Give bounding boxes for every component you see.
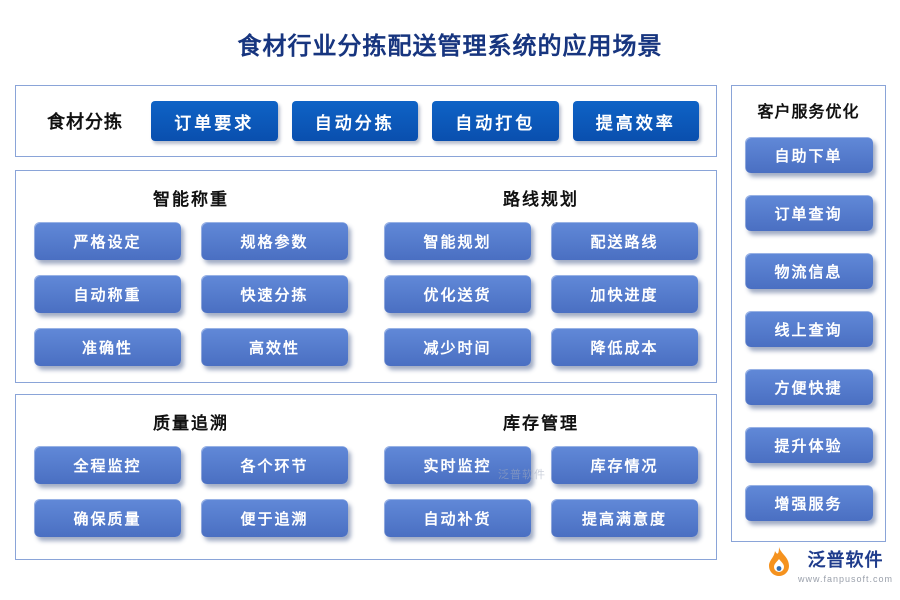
fanpu-logo: 泛普软件 www.fanpusoft.com [766, 546, 893, 584]
pill-easy-tracing: 便于追溯 [201, 499, 348, 537]
pill-strict-setting: 严格设定 [34, 222, 181, 260]
pill-accuracy: 准确性 [34, 328, 181, 366]
pill-ensure-quality: 确保质量 [34, 499, 181, 537]
pill-delivery-route: 配送路线 [551, 222, 698, 260]
pill-speed-up-progress: 加快进度 [551, 275, 698, 313]
pill-self-ordering: 自助下单 [744, 137, 873, 173]
pill-realtime-monitoring: 实时监控 [384, 446, 531, 484]
pill-reduce-time: 减少时间 [384, 328, 531, 366]
pill-auto-replenishment: 自动补货 [384, 499, 531, 537]
section-weighing-routing: 智能称重 严格设定 规格参数 自动称重 快速分拣 准确性 高效性 路线规划 智能… [15, 170, 717, 383]
brand-url: www.fanpusoft.com [798, 574, 894, 584]
group-smart-weighing: 智能称重 严格设定 规格参数 自动称重 快速分拣 准确性 高效性 [16, 171, 366, 382]
pill-reduce-cost: 降低成本 [551, 328, 698, 366]
section-food-sorting: 食材分拣 订单要求 自动分拣 自动打包 提高效率 [15, 85, 717, 157]
quality-tracing-grid: 全程监控 各个环节 确保质量 便于追溯 [30, 446, 352, 537]
flame-icon [766, 546, 792, 583]
pill-smart-planning: 智能规划 [384, 222, 531, 260]
section-customer-service: 客户服务优化 自助下单 订单查询 物流信息 线上查询 方便快捷 提升体验 增强服… [731, 85, 886, 542]
pill-auto-sorting: 自动分拣 [291, 101, 418, 141]
group-inventory-management: 库存管理 实时监控 库存情况 自动补货 提高满意度 [366, 395, 716, 559]
route-planning-title: 路线规划 [503, 190, 579, 209]
pill-convenient-fast: 方便快捷 [744, 369, 873, 405]
group-route-planning: 路线规划 智能规划 配送路线 优化送货 加快进度 减少时间 降低成本 [366, 171, 716, 382]
page-title: 食材行业分拣配送管理系统的应用场景 [237, 33, 663, 60]
pill-logistics-info: 物流信息 [744, 253, 873, 289]
smart-weighing-grid: 严格设定 规格参数 自动称重 快速分拣 准确性 高效性 [30, 222, 352, 366]
pill-optimize-delivery: 优化送货 [384, 275, 531, 313]
route-planning-grid: 智能规划 配送路线 优化送货 加快进度 减少时间 降低成本 [380, 222, 702, 366]
group-quality-tracing: 质量追溯 全程监控 各个环节 确保质量 便于追溯 [16, 395, 366, 559]
pill-online-inquiry: 线上查询 [744, 311, 873, 347]
quality-tracing-title: 质量追溯 [153, 414, 229, 433]
pill-improve-satisfaction: 提高满意度 [551, 499, 698, 537]
pill-enhance-service: 增强服务 [744, 485, 873, 521]
pill-order-inquiry: 订单查询 [744, 195, 873, 231]
pill-spec-parameters: 规格参数 [201, 222, 348, 260]
pill-auto-packing: 自动打包 [432, 101, 559, 141]
pill-enhance-experience: 提升体验 [744, 427, 873, 463]
section-quality-inventory: 质量追溯 全程监控 各个环节 确保质量 便于追溯 库存管理 实时监控 库存情况 … [15, 394, 717, 560]
logo-text: 泛普软件 www.fanpusoft.com [798, 546, 893, 584]
pill-fast-sorting: 快速分拣 [201, 275, 348, 313]
inventory-management-grid: 实时监控 库存情况 自动补货 提高满意度 [380, 446, 702, 537]
pill-full-monitoring: 全程监控 [34, 446, 181, 484]
pill-improve-efficiency: 提高效率 [572, 101, 699, 141]
food-sorting-label: 食材分拣 [47, 112, 123, 132]
pill-each-link: 各个环节 [201, 446, 348, 484]
pill-auto-weighing: 自动称重 [34, 275, 181, 313]
customer-service-title: 客户服务优化 [757, 104, 860, 121]
pill-inventory-status: 库存情况 [551, 446, 698, 484]
pill-order-requirements: 订单要求 [151, 101, 278, 141]
brand-name: 泛普软件 [807, 550, 884, 570]
smart-weighing-title: 智能称重 [153, 190, 229, 209]
inventory-management-title: 库存管理 [503, 414, 579, 433]
pill-high-efficiency: 高效性 [201, 328, 348, 366]
